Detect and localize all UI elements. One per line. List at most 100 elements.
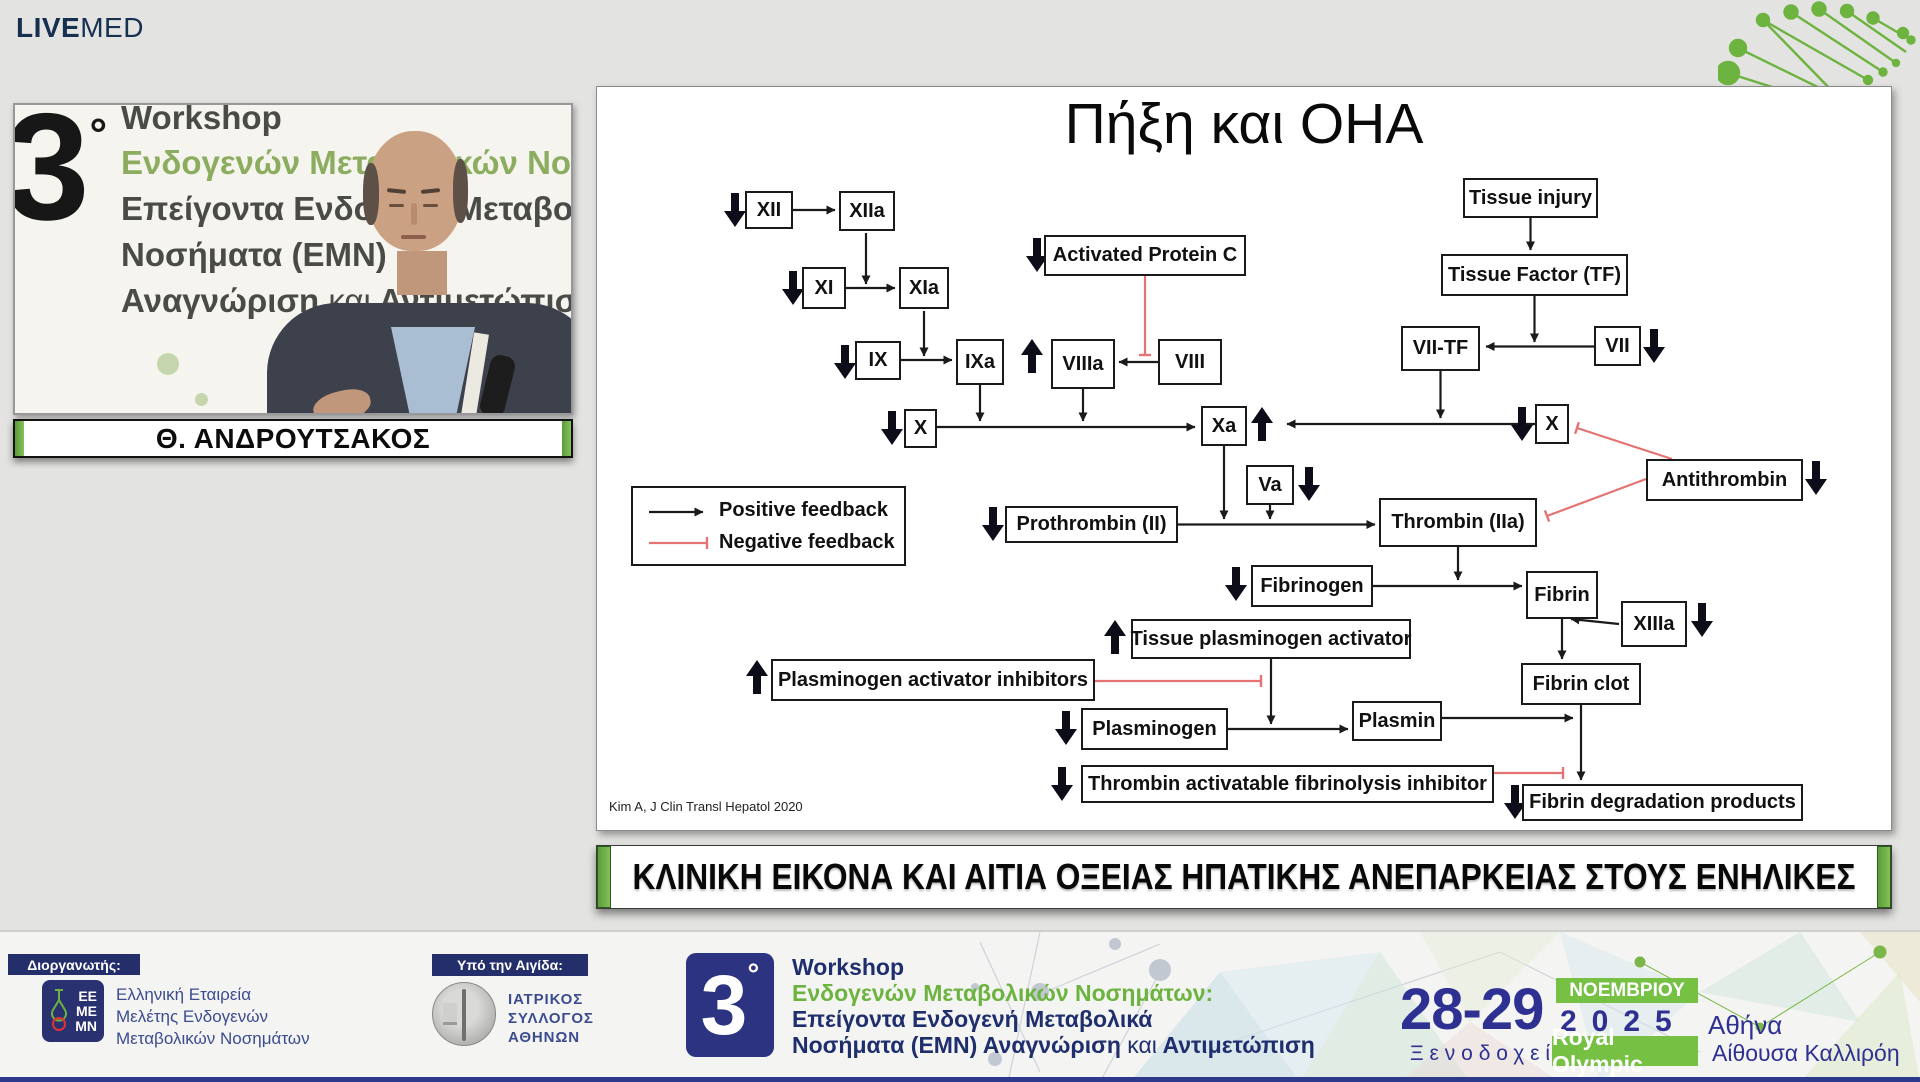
livemed-logo: LIVEMED [16, 12, 144, 44]
node-xii: XII [745, 191, 793, 229]
event-line-3: Επείγοντα Ενδογενή Μεταβολικά [792, 1006, 1153, 1032]
organizer-name: Ελληνική Εταιρεία Μελέτης Ενδογενών Μετα… [116, 985, 310, 1048]
decrease-arrow-icon [982, 507, 1004, 541]
event-badge-3: 3° [686, 953, 774, 1057]
event-footer: Διοργανωτής: EE ME MN Ελληνική Εταιρεία … [0, 930, 1920, 1082]
green-edge-bar [597, 846, 611, 908]
footer-network-pattern [971, 932, 1920, 1082]
legend-positive-label: Positive feedback [719, 499, 888, 521]
slide-citation: Kim A, J Clin Transl Hepatol 2020 [609, 799, 803, 814]
coin-temple-icon [443, 1003, 457, 1025]
lecture-title: ΚΛΙΝΙΚΗ ΕΙΚΟΝΑ ΚΑΙ ΑΙΤΙΑ ΟΞΕΙΑΣ ΗΠΑΤΙΚΗΣ… [632, 856, 1856, 897]
node-xi: XI [802, 267, 846, 309]
speaker-hair [453, 159, 468, 223]
node-tpa: Tissue plasminogen activator [1131, 619, 1411, 659]
organizer-label-tab: Διοργανωτής: [8, 954, 140, 975]
livemed-logo-med: MED [80, 12, 144, 43]
event-hall: Αίθουσα Καλλιρόη [1712, 1040, 1900, 1066]
speaker-eye [423, 204, 438, 207]
hotel-name-badge: Royal Olympic [1552, 1024, 1698, 1077]
eemmn-logo-letters: EE ME MN [75, 987, 97, 1034]
node-fibrin-clot: Fibrin clot [1521, 663, 1641, 705]
aegis-name: ΙΑΤΡΙΚΟΣ ΣΥΛΛΟΓΟΣ ΑΘΗΝΩΝ [508, 991, 594, 1046]
node-vii-tf: VII-TF [1401, 326, 1480, 371]
node-xia: XIa [899, 267, 949, 309]
node-x-extrinsic: X [1535, 404, 1569, 444]
coagulation-cascade-diagram [649, 193, 1827, 819]
green-edge-bar [1877, 846, 1891, 908]
node-tissue-injury: Tissue injury [1463, 178, 1598, 218]
event-line-workshop: Workshop [792, 954, 905, 980]
speaker-mouth [401, 235, 426, 239]
decrease-arrow-icon [782, 271, 804, 305]
legend-negative-label: Negative feedback [719, 531, 895, 553]
event-year: 2025 [1560, 1005, 1687, 1038]
speaker-nose [411, 203, 417, 225]
node-prothrombin: Prothrombin (II) [1005, 506, 1178, 543]
backdrop-line-3: Επείγοντα Ενδογενή Μεταβολικά [121, 190, 573, 227]
hotel-label: Ξενοδοχείο [1410, 1042, 1574, 1065]
speaker-head [367, 131, 463, 251]
slide-title: Πήξη και ΟΗΑ [1064, 92, 1424, 156]
node-xiia: XIIa [839, 191, 895, 231]
eemmn-logo: EE ME MN [42, 980, 104, 1042]
increase-arrow-icon [746, 660, 768, 694]
decrease-arrow-icon [1691, 603, 1713, 637]
green-network-decoration [1718, 1, 1916, 100]
node-ixa: IXa [956, 339, 1004, 385]
backdrop-badge-3: 3° [13, 103, 108, 252]
node-tafi: Thrombin activatable fibrinolysis inhibi… [1081, 765, 1494, 803]
decrease-arrow-icon [1051, 767, 1073, 801]
node-vii: VII [1594, 326, 1641, 366]
lecture-title-bar: ΚΛΙΝΙΚΗ ΕΙΚΟΝΑ ΚΑΙ ΑΙΤΙΑ ΟΞΕΙΑΣ ΗΠΑΤΙΚΗΣ… [596, 845, 1892, 909]
speaker-video-feed[interactable]: 3° Workshop Ενδογενών Μεταβολικών Νοσημά… [13, 103, 573, 415]
livemed-logo-live: LIVE [16, 12, 81, 43]
decrease-arrow-icon [1225, 567, 1247, 601]
node-thrombin: Thrombin (IIa) [1379, 498, 1537, 547]
node-antithrombin: Antithrombin [1646, 459, 1803, 501]
speaker-eye [389, 204, 404, 207]
backdrop-line-2: Ενδογενών Μεταβολικών Νοσημάτων: [121, 144, 572, 181]
speaker-name-bar: Θ. ΑΝΔΡΟΥΤΣΑΚΟΣ [13, 419, 573, 458]
node-viiia: VIIIa [1051, 339, 1115, 389]
green-edge-bar [562, 421, 571, 456]
increase-arrow-icon [1021, 339, 1043, 373]
node-activated-protein-c: Activated Protein C [1044, 235, 1246, 276]
decrease-arrow-icon [1805, 461, 1827, 495]
increase-arrow-icon [1104, 620, 1126, 654]
speaker-name: Θ. ΑΝΔΡΟΥΤΣΑΚΟΣ [155, 422, 431, 454]
event-line-4: Νοσήματα (ΕΜΝ) Αναγνώριση και Αντιμετώπι… [792, 1032, 1315, 1058]
decrease-arrow-icon [881, 411, 903, 445]
athens-medical-association-logo [432, 982, 496, 1046]
positive-arrows [649, 205, 1620, 781]
node-fdp: Fibrin degradation products [1522, 784, 1803, 821]
node-x-intrinsic: X [904, 409, 937, 448]
eemmn-logo-flask-icon [51, 989, 67, 1031]
node-xa: Xa [1201, 406, 1247, 446]
decrease-arrow-icon [1055, 711, 1077, 745]
increase-arrow-icon [1251, 407, 1273, 441]
presentation-slide: Πήξη και ΟΗΑ [596, 86, 1892, 831]
negative-feedback-lines [649, 276, 1673, 779]
node-ix: IX [855, 341, 901, 380]
node-xiiia: XIIIa [1621, 601, 1687, 647]
node-va: Va [1246, 465, 1294, 505]
backdrop-line-workshop: Workshop [121, 103, 282, 136]
node-fibrinogen: Fibrinogen [1251, 565, 1373, 607]
event-line-2: Ενδογενών Μεταβολικών Νοσημάτων: [792, 980, 1214, 1006]
node-plasmin: Plasmin [1352, 701, 1442, 741]
decrease-arrow-icon [724, 193, 746, 227]
speaker-neck [397, 251, 447, 295]
speaker-hair [363, 163, 379, 225]
node-tissue-factor: Tissue Factor (TF) [1441, 254, 1628, 296]
legend-box [631, 486, 906, 566]
aegis-label-tab: Υπό την Αιγίδα: [432, 954, 588, 976]
node-fibrin: Fibrin [1526, 571, 1598, 619]
event-dates: 28-29 [1400, 977, 1544, 1042]
backdrop-dot [195, 393, 208, 406]
backdrop-dot [157, 353, 179, 375]
decrease-arrow-icon [834, 345, 856, 379]
event-city: Αθήνα [1708, 1010, 1783, 1040]
node-pai: Plasminogen activator inhibitors [771, 659, 1095, 701]
backdrop-line-4: Νοσήματα (ΕΜΝ) [121, 236, 387, 273]
